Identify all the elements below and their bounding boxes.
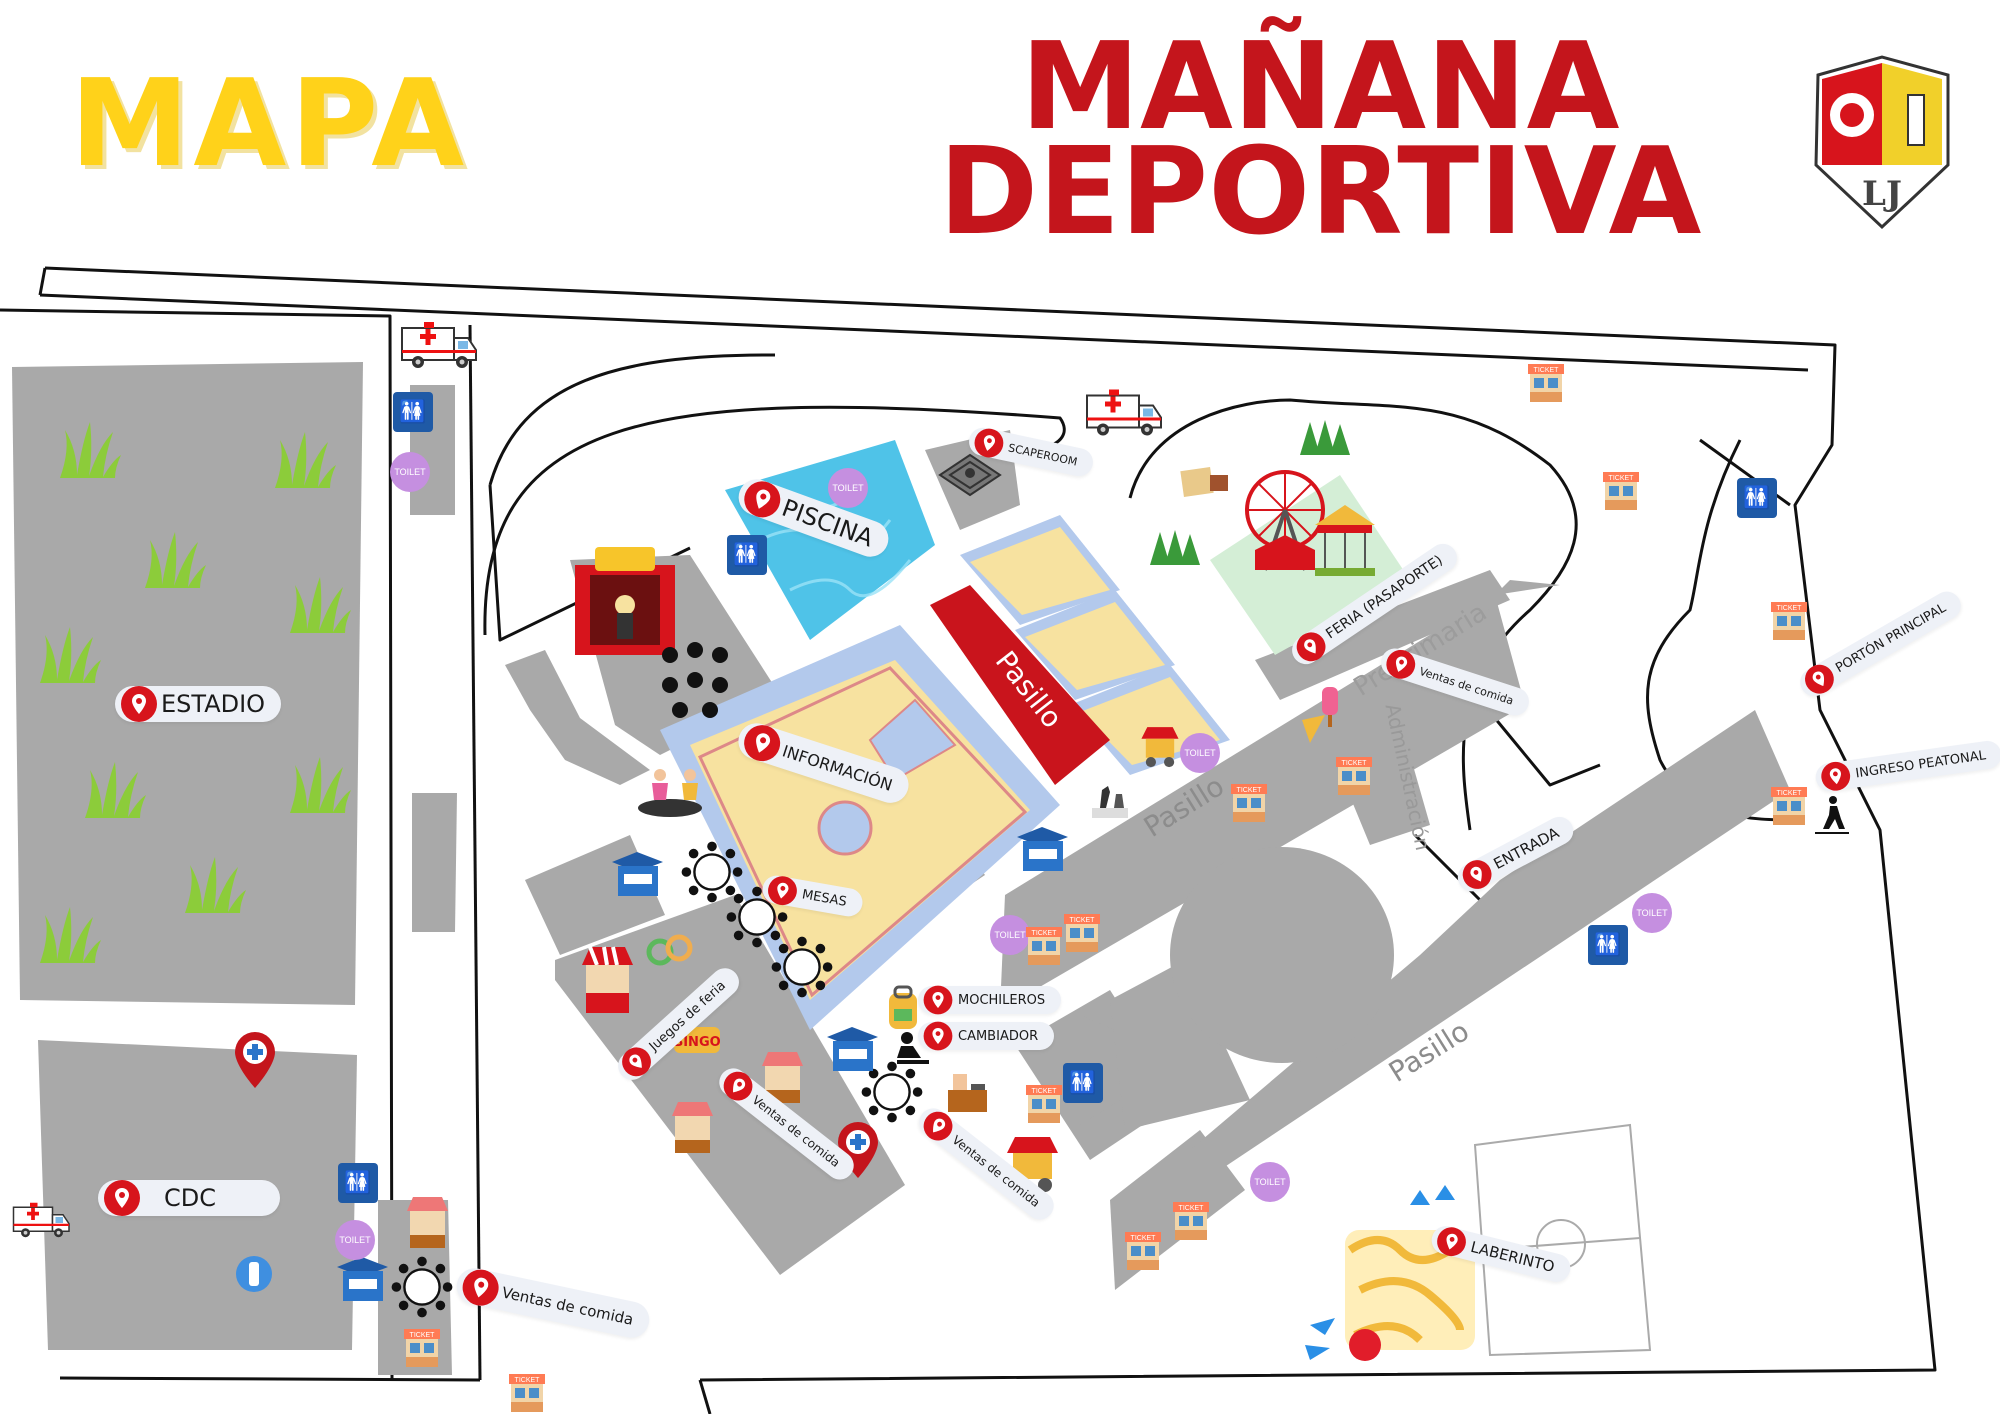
location-pin-icon xyxy=(102,1178,142,1218)
location-pin-icon xyxy=(1818,758,1854,794)
trees-icon xyxy=(1300,420,1350,455)
treasure-map-icon xyxy=(1180,467,1228,497)
carousel-icon xyxy=(1315,505,1375,576)
toilet-icon: TOILET xyxy=(1180,733,1220,773)
event-title-line-1: MAÑANA xyxy=(1020,18,1620,157)
pedestrian-crossing-icon xyxy=(1815,796,1849,834)
ticket-booth-icon xyxy=(1172,1200,1210,1242)
toilet-icon: TOILET xyxy=(335,1220,375,1260)
tables-icon xyxy=(390,1255,454,1319)
chess-icon xyxy=(1092,786,1128,818)
restroom-icon: 🚻 xyxy=(338,1163,378,1203)
toilet-icon: TOILET xyxy=(1632,893,1672,933)
ferris-wheel-icon xyxy=(1245,470,1325,571)
restroom-icon: 🚻 xyxy=(727,535,767,575)
location-pin-icon xyxy=(970,424,1008,462)
ticket-booth-icon xyxy=(1770,785,1808,827)
tables-icon xyxy=(770,935,834,999)
grass-icon xyxy=(285,755,355,815)
kiosk-icon xyxy=(337,1257,388,1301)
ticket-booth-icon xyxy=(1602,470,1640,512)
toilet-icon: TOILET xyxy=(828,468,868,508)
ticket-booth-icon xyxy=(1335,755,1373,797)
grass-icon xyxy=(35,905,105,965)
label-estadio[interactable]: ESTADIO xyxy=(115,684,282,724)
toilet-icon: TOILET xyxy=(990,915,1030,955)
event-title-line-2: DEPORTIVA xyxy=(938,123,1702,262)
restroom-icon: 🚻 xyxy=(1063,1063,1103,1103)
food-stall-icon xyxy=(407,1197,448,1248)
ticket-booth-icon xyxy=(1770,600,1808,642)
location-pin-icon xyxy=(457,1264,504,1311)
grass-icon xyxy=(180,855,250,915)
ambulance-icon xyxy=(12,1185,72,1255)
grass-icon xyxy=(285,575,355,635)
grass-icon xyxy=(80,760,150,820)
location-pin-icon xyxy=(922,984,954,1016)
event-title: MAÑANA DEPORTIVA xyxy=(870,18,1770,262)
kids-trampoline-icon xyxy=(652,769,698,800)
kiosk-icon xyxy=(612,852,663,896)
map-title: MAPA xyxy=(70,55,469,194)
ticket-booth-icon xyxy=(403,1327,441,1369)
location-pin-icon xyxy=(119,684,159,724)
baby-changer-icon xyxy=(897,1032,929,1064)
ticket-booth-icon xyxy=(1230,782,1268,824)
restroom-icon: 🚻 xyxy=(393,392,433,432)
audience-icon xyxy=(662,642,728,718)
food-cart-icon xyxy=(1141,727,1179,768)
ticket-booth-icon xyxy=(1124,1230,1162,1272)
grass-icon xyxy=(55,420,125,480)
label-cdc[interactable]: CDC xyxy=(98,1180,280,1216)
ticket-booth-icon xyxy=(1063,912,1101,954)
toilet-icon: TOILET xyxy=(1250,1162,1290,1202)
location-pin-icon xyxy=(922,1020,954,1052)
label-mochileros[interactable]: MOCHILEROS xyxy=(918,984,1062,1016)
kiosk-icon xyxy=(827,1027,878,1071)
ticket-booth-icon xyxy=(1527,362,1565,404)
school-shield-logo: LJ xyxy=(1814,55,1950,230)
first-aid-pin-icon xyxy=(235,1032,275,1088)
ticket-booth-icon xyxy=(1025,925,1063,967)
svg-text:BINGO: BINGO xyxy=(673,1035,720,1050)
label-cambiador[interactable]: CAMBIADOR xyxy=(918,1020,1055,1052)
theater-show-icon xyxy=(575,547,675,655)
backpack-icon xyxy=(889,985,917,1029)
food-stall-icon xyxy=(762,1052,803,1103)
trees-icon xyxy=(1150,530,1200,565)
ring-toss-icon xyxy=(646,934,693,966)
restroom-icon: 🚻 xyxy=(1588,925,1628,965)
ambulance-icon xyxy=(1085,385,1165,440)
fair-stall-icon xyxy=(582,946,633,1013)
grass-icon xyxy=(270,430,340,490)
restroom-icon: 🚻 xyxy=(1737,478,1777,518)
toilet-icon: TOILET xyxy=(390,452,430,492)
kiosk-icon xyxy=(1017,827,1068,871)
svg-text:LJ: LJ xyxy=(1862,174,1902,214)
ticket-booth-icon xyxy=(1025,1083,1063,1125)
location-pin-icon xyxy=(764,872,801,909)
ambulance-icon xyxy=(400,320,480,370)
grass-icon xyxy=(140,530,210,590)
food-stall-icon xyxy=(948,1074,987,1112)
water-bottle-icon xyxy=(236,1256,272,1292)
escape-room-icon xyxy=(938,453,1002,497)
popsicle-pizza-icon xyxy=(1302,687,1338,743)
food-stall-icon xyxy=(672,1102,713,1153)
grass-icon xyxy=(35,625,105,685)
ticket-booth-icon xyxy=(508,1372,546,1414)
